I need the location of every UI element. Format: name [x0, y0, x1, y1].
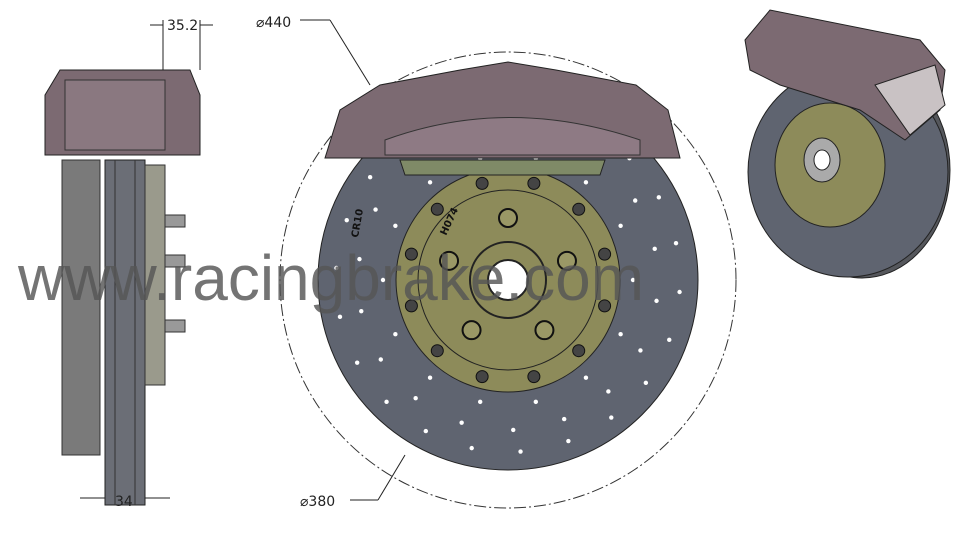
side-stud [164, 254, 186, 268]
drill-hole [566, 438, 571, 444]
drill-hole [423, 428, 429, 434]
hat-bolt [404, 299, 418, 313]
drill-hole [413, 396, 418, 401]
drill-hole [427, 375, 433, 380]
lug-hole [556, 250, 577, 271]
front-view: CR10 H074 ⌀440 ⌀380 [256, 15, 737, 510]
hat-bolt [430, 202, 444, 216]
lug-hole [498, 208, 518, 228]
dim-rotor-thickness: 34 [115, 494, 133, 510]
lug-hole [439, 250, 460, 271]
hat-bolt [404, 247, 418, 261]
hat-bolt [598, 299, 612, 313]
hat-bolt [430, 344, 444, 358]
drill-hole [643, 380, 649, 386]
iso-caliper-cover [874, 64, 946, 136]
hat-bolt [527, 176, 541, 190]
drill-hole [373, 207, 378, 212]
drill-hole [583, 375, 589, 380]
hat-bolt [572, 344, 586, 358]
drill-hole [357, 256, 362, 262]
dim-caliper-offset: 35.2 [167, 18, 198, 34]
drill-hole [677, 289, 682, 295]
isometric-view [744, 9, 951, 279]
drill-hole [367, 174, 373, 180]
side-stud [164, 319, 186, 333]
drill-hole [359, 308, 364, 314]
drill-hole [618, 332, 623, 337]
hat-bolt [572, 202, 586, 216]
hat-bolt [598, 247, 612, 261]
caliper-bracket [399, 159, 606, 176]
drill-hole [609, 415, 614, 420]
drill-hole [606, 389, 611, 394]
drill-hole [384, 399, 389, 405]
drill-hole [380, 277, 386, 283]
hub-bore [487, 259, 529, 301]
hat-bolt [475, 176, 489, 190]
drill-hole [618, 223, 623, 228]
drill-hole [469, 445, 474, 451]
side-hat [144, 164, 166, 386]
drill-hole [459, 420, 464, 425]
drill-hole [630, 277, 636, 283]
drill-hole [378, 357, 383, 362]
drill-hole [511, 427, 516, 433]
drill-hole [354, 360, 360, 365]
drill-hole [427, 180, 433, 185]
lug-hole [461, 320, 482, 341]
iso-bore [813, 149, 831, 171]
drill-hole [561, 416, 567, 422]
caliper-body-face [64, 79, 166, 151]
side-stud [164, 214, 186, 228]
drill-hole [477, 399, 483, 405]
disc-code-label: CR10 [350, 208, 366, 238]
leader-line [329, 19, 371, 86]
lug-hole [534, 320, 555, 341]
outer-diameter-circle [279, 51, 737, 509]
side-view: 35.2 34 [44, 18, 213, 510]
drill-hole [656, 195, 662, 200]
caliper-bridge [384, 117, 641, 156]
dim-outer-diameter: ⌀440 [256, 15, 291, 31]
drill-hole [393, 332, 398, 337]
drill-hole [344, 217, 349, 223]
hat-inner-ring [417, 189, 599, 371]
drill-hole [652, 246, 657, 252]
drill-hole [654, 298, 659, 304]
drill-hole [337, 314, 343, 320]
drill-hole [633, 198, 638, 203]
hat-bolt [527, 370, 541, 384]
drill-hole [667, 337, 672, 343]
dim-rotor-diameter: ⌀380 [300, 494, 335, 510]
watermark: www.racingbrake.com [17, 242, 644, 314]
drill-hole [518, 449, 523, 454]
side-bracket [61, 159, 101, 456]
leader-line [377, 454, 406, 501]
drill-hole [638, 348, 643, 353]
drill-hole [533, 399, 539, 405]
hat-bolts [404, 176, 612, 384]
side-rotor [104, 159, 146, 506]
hat-bolt [475, 370, 489, 384]
drill-hole [583, 180, 589, 185]
drill-hole [673, 240, 679, 246]
drill-hole [334, 265, 339, 271]
drill-hole [393, 223, 398, 228]
